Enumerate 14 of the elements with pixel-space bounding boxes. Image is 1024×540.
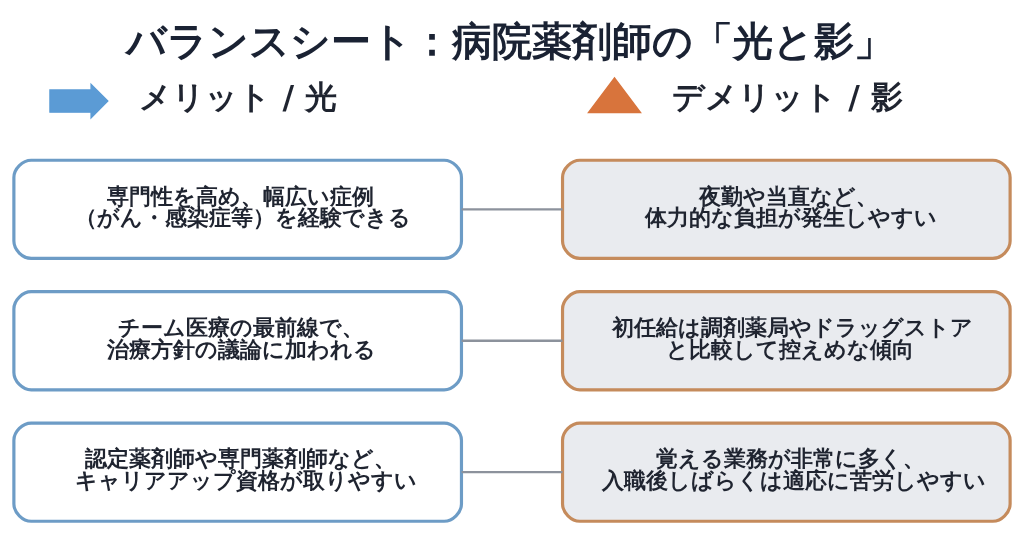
node-box: 覚える業務が非常に多く、入職後しばらくは適応に苦労しやすい [560,421,1012,523]
node-box: 初任給は調剤薬局やドラッグストアと比較して控えめな傾向 [560,290,1012,392]
node-triangle [587,76,642,114]
node-box: 専門性を高め、幅広い症例（がん・感染症等）を経験できる [12,158,464,261]
node-arrow [49,82,109,120]
connector [461,470,563,474]
connector [461,208,563,211]
node-box: チーム医療の最前線で、治療方針の議論に加われる [12,290,464,392]
label: メリット / 光 [139,78,338,115]
diagram-title: バランスシート：病院薬剤師の「光と影」 [126,17,895,66]
node-box: 認定薬剤師や専門薬剤師など、キャリアアップ資格が取りやすい [12,421,464,523]
connector [461,339,563,342]
label: デメリット / 影 [672,78,903,115]
node-box: 夜勤や当直など、体力的な負担が発生しやすい [560,158,1012,261]
